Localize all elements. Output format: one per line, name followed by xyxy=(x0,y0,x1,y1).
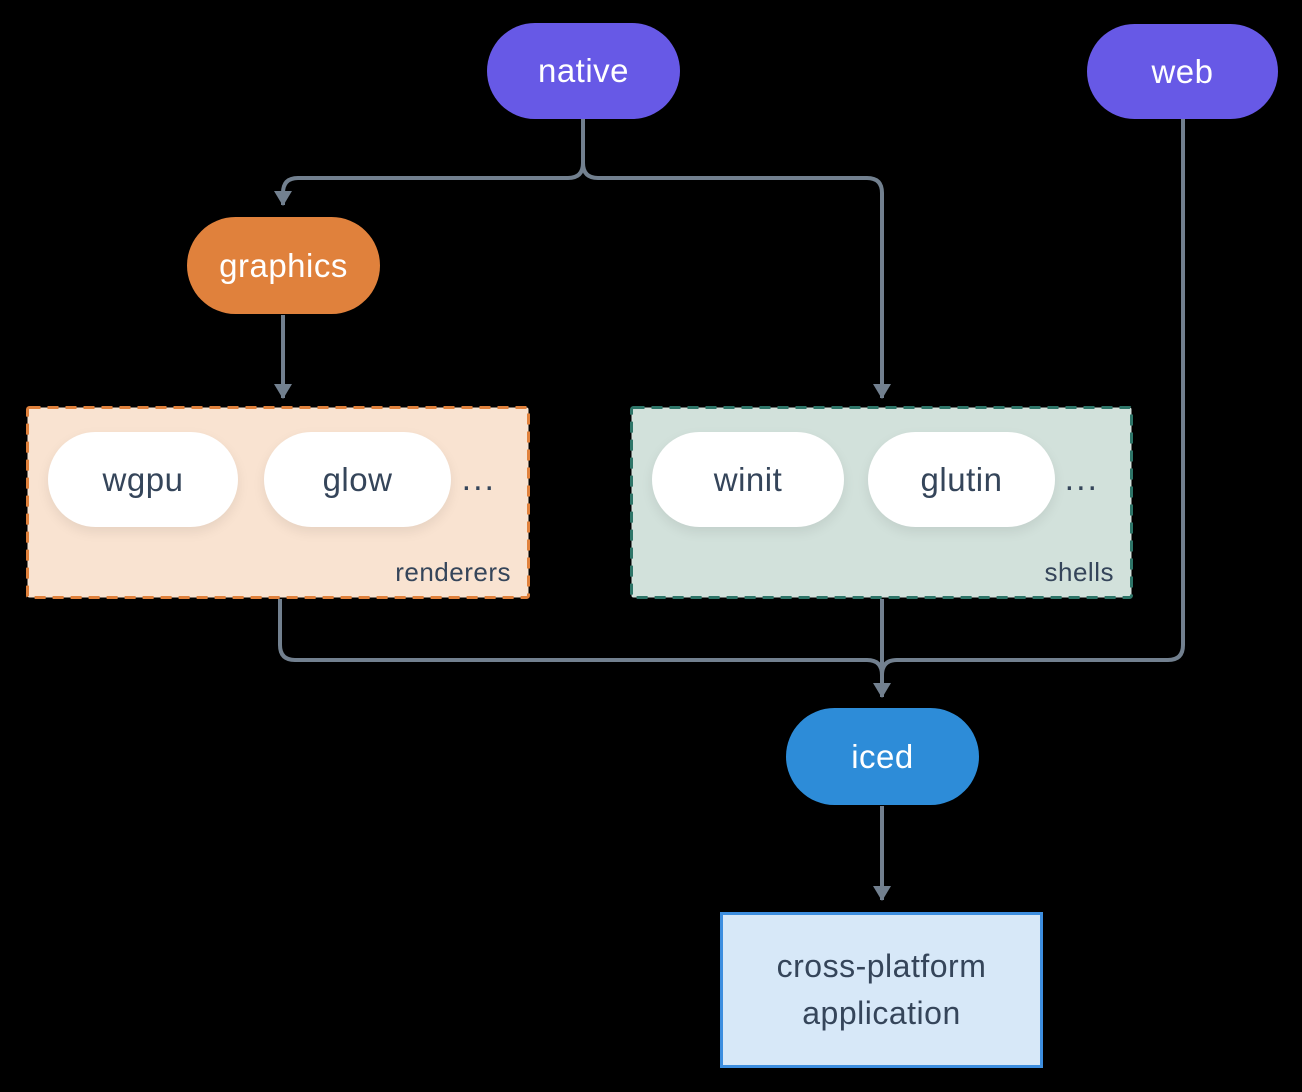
connectors xyxy=(274,119,1185,901)
application-label-line1: cross-platform xyxy=(776,948,987,984)
renderers-group-label: renderers xyxy=(395,557,511,587)
node-iced-label: iced xyxy=(851,737,914,775)
node-winit-label: winit xyxy=(713,460,783,498)
shells-group: winit glutin ... shells xyxy=(630,406,1133,599)
node-native-label: native xyxy=(537,52,630,89)
connector-native-to-shells xyxy=(581,119,891,399)
node-glutin-label: glutin xyxy=(920,460,1003,498)
node-glow: glow xyxy=(264,432,451,527)
node-cross-platform-application: cross-platform application xyxy=(720,912,1043,1068)
shells-group-label: shells xyxy=(1044,557,1114,587)
node-native: native xyxy=(487,23,680,119)
connector-web-to-iced xyxy=(880,119,1185,686)
node-iced: iced xyxy=(786,708,979,805)
node-web-label: web xyxy=(1151,52,1214,90)
node-glutin: glutin xyxy=(868,432,1055,527)
node-graphics-label: graphics xyxy=(219,246,348,284)
node-wgpu-label: wgpu xyxy=(102,460,184,498)
renderers-ellipsis: ... xyxy=(461,460,496,498)
node-wgpu: wgpu xyxy=(48,432,238,527)
shells-ellipsis: ... xyxy=(1064,460,1099,498)
node-graphics: graphics xyxy=(187,217,380,314)
connector-native-to-graphics xyxy=(274,119,585,206)
application-label-line2: application xyxy=(802,995,961,1031)
renderers-group: wgpu glow ... renderers xyxy=(26,406,530,599)
connector-renderers-to-iced xyxy=(278,599,884,686)
node-glow-label: glow xyxy=(322,460,393,498)
node-winit: winit xyxy=(652,432,844,527)
node-web: web xyxy=(1087,24,1278,119)
